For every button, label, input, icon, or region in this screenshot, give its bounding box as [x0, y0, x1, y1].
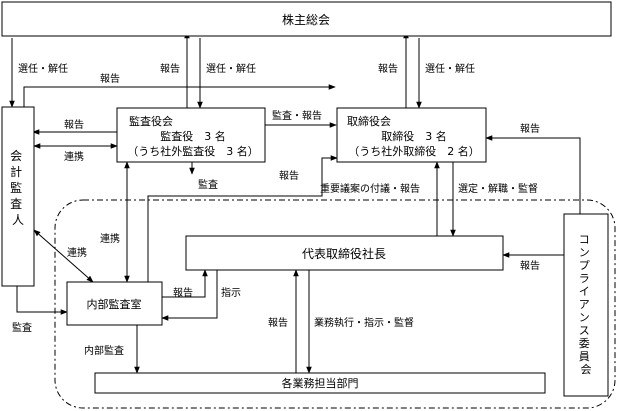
audit-board-members: 監査役 3 名 — [160, 129, 226, 143]
board-members: 取締役 3 名 — [381, 129, 447, 143]
board-of-directors-node: 取締役会 取締役 3 名 （うち社外取締役 2 名） — [336, 107, 487, 163]
president-node: 代表取締役社長 — [185, 235, 504, 271]
label-audit-board-board: 監査・報告 — [272, 109, 322, 122]
label-president-instruct-internal-audit: 指示 — [221, 286, 241, 299]
label-auditor-internal-audit-coordination: 連携 — [67, 246, 87, 259]
connector-auditor-internal-audit-coordination — [33, 229, 94, 283]
connector-president-instruct-internal-audit — [161, 270, 218, 321]
label-internal-audit-report-president: 報告 — [173, 286, 193, 299]
label-compliance-report-president: 報告 — [520, 259, 540, 272]
label-auditor-audit-board-coordination: 連携 — [64, 150, 84, 163]
president-label: 代表取締役社長 — [302, 246, 386, 261]
board-title: 取締役会 — [347, 114, 391, 128]
label-board-report-shareholders: 報告 — [378, 62, 398, 75]
business-departments-label: 各業務担当部門 — [282, 376, 359, 390]
label-president-execution: 業務執行・指示・監督 — [314, 316, 414, 329]
compliance-committee-node: コ ン プ ラ イ ア ン ス 委 員 会 — [563, 213, 609, 397]
label-internal-audit-departments: 内部監査 — [84, 344, 124, 357]
audit-board-title: 監査役会 — [129, 114, 173, 128]
board-outside-members: （うち社外取締役 2 名） — [348, 144, 480, 158]
business-departments-node: 各業務担当部門 — [94, 372, 546, 394]
accounting-auditor-node: 会 計 監 査 人 — [1, 106, 35, 287]
label-internal-audit-report-board: 報告 — [279, 169, 299, 182]
shareholders-meeting-label: 株主総会 — [282, 12, 330, 27]
label-audit-board-internal-audit-coordination: 連携 — [100, 232, 120, 245]
label-audit-board-report-shareholders: 報告 — [160, 62, 180, 75]
label-elect-auditor: 選任・解任 — [18, 62, 68, 75]
shareholders-meeting-node: 株主総会 — [1, 1, 612, 37]
audit-board-node: 監査役会 監査役 3 名 （うち社外監査役 3 名） — [116, 107, 266, 163]
connector-auditor-audit-departments — [16, 286, 68, 315]
accounting-auditor-label: 会 計 監 査 人 — [10, 149, 26, 227]
connector-auditor-report-shareholders — [23, 84, 336, 107]
label-auditor-report-shareholders: 報告 — [100, 72, 120, 85]
label-compliance-report-board: 報告 — [520, 122, 540, 135]
label-audit-board-report-auditor: 報告 — [64, 118, 84, 131]
label-president-board: 重要議案の付議・報告 — [320, 182, 420, 195]
connector-internal-audit-report-president — [162, 269, 208, 298]
audit-board-outside-members: （うち社外監査役 3 名） — [127, 144, 259, 158]
compliance-committee-label: コ ン プ ラ イ ア ン ス 委 員 会 — [579, 233, 594, 376]
label-board-president: 選定・解職・監督 — [458, 182, 538, 195]
internal-audit-office-node: 内部監査室 — [66, 281, 163, 326]
connector-internal-audit-report-board — [147, 155, 338, 282]
connector-compliance-report-board — [485, 135, 581, 214]
label-elect-audit-board: 選任・解任 — [206, 62, 256, 75]
internal-audit-office-label: 内部監査室 — [87, 297, 142, 311]
label-audit-president: 監査 — [198, 178, 218, 191]
executive-region-boundary — [54, 199, 616, 409]
label-departments-report-president: 報告 — [268, 316, 288, 329]
label-auditor-audit-departments: 監査 — [12, 321, 32, 334]
label-elect-board: 選任・解任 — [425, 62, 475, 75]
